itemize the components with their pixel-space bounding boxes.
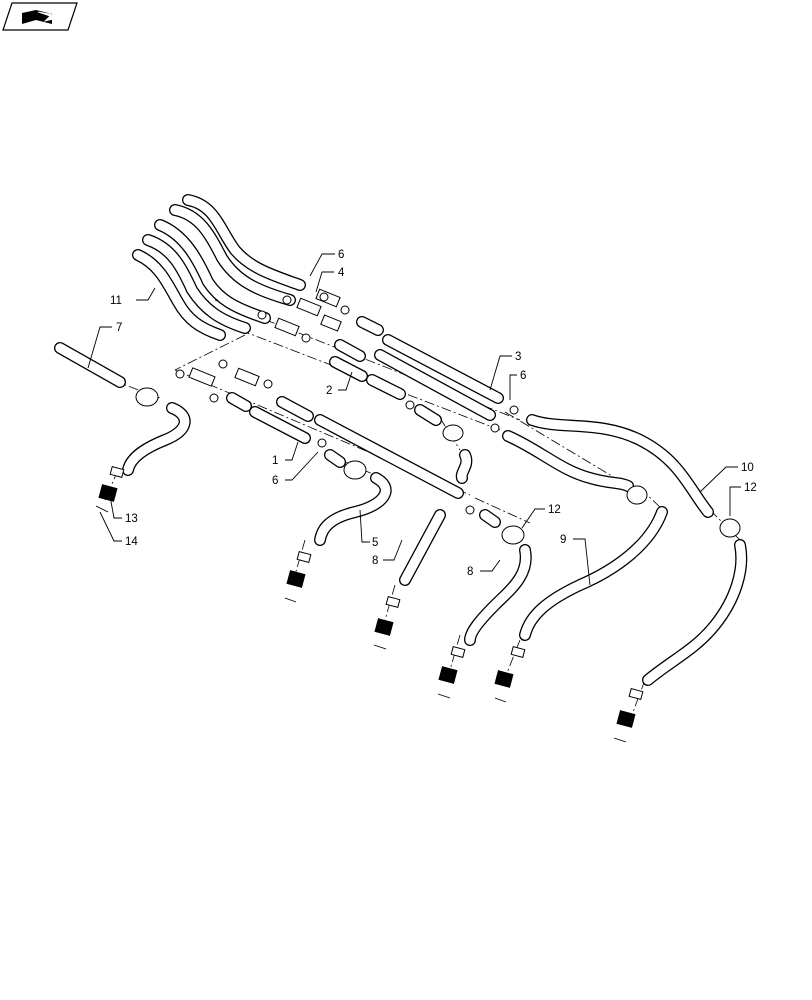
- callout-3: 3: [515, 351, 521, 363]
- nozzle-fitting-10: [613, 687, 644, 743]
- nozzle-fittings: [95, 465, 644, 743]
- coupler-group-upper: [175, 288, 350, 403]
- straight-tubes: [54, 316, 504, 528]
- nozzle-fitting-9: [494, 645, 526, 703]
- callout-2: 2: [326, 385, 332, 397]
- callout-8-left: 8: [372, 555, 378, 567]
- callout-5: 5: [372, 537, 378, 549]
- callout-13: 13: [125, 513, 138, 525]
- callout-14: 14: [125, 536, 138, 548]
- callout-12-right: 12: [744, 482, 757, 494]
- callout-6-top: 6: [338, 249, 344, 261]
- callout-6-right: 6: [520, 370, 526, 382]
- callout-4: 4: [338, 267, 345, 279]
- nozzle-fitting-5: [284, 550, 312, 603]
- callout-7: 7: [116, 322, 122, 334]
- callout-9: 9: [560, 534, 566, 546]
- nozzle-fitting-8a: [373, 595, 401, 650]
- callout-12-center: 12: [548, 504, 561, 516]
- callout-labels: 1 2 3 4 5 6 6 6 7 8 8 9 10 11 12 12 13 1…: [110, 249, 757, 578]
- long-hoses-right: [502, 414, 748, 686]
- callout-10: 10: [741, 462, 754, 474]
- callout-8-right: 8: [467, 566, 473, 578]
- book-arrow-icon[interactable]: [2, 2, 78, 31]
- leader-lines: [87, 253, 741, 586]
- nozzle-fitting-8b: [437, 645, 466, 699]
- nozzle-fitting-13: [95, 465, 125, 513]
- callout-6-lower: 6: [272, 475, 278, 487]
- hose-bundle-upper: [132, 194, 306, 341]
- lower-hoses: [122, 402, 532, 646]
- callout-1: 1: [272, 455, 278, 467]
- callout-11: 11: [110, 295, 122, 307]
- hose-clamps: [135, 387, 741, 545]
